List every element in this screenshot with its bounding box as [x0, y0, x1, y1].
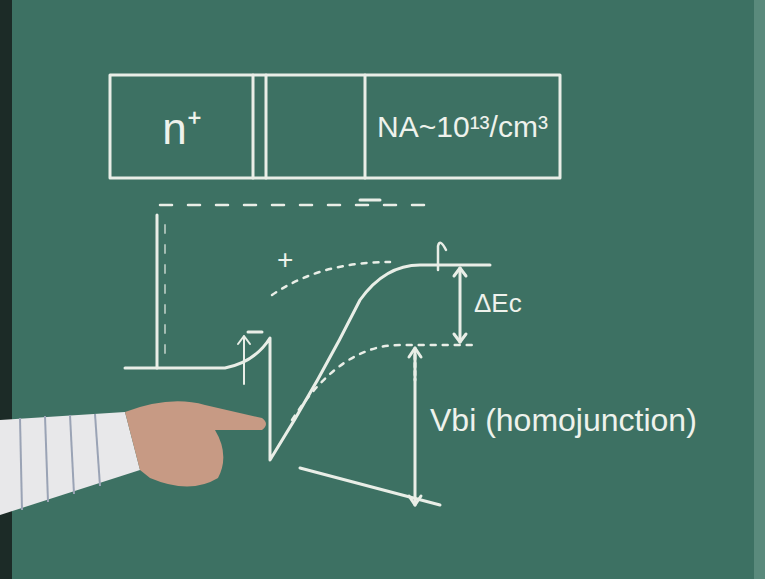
interface-line [265, 75, 268, 178]
dimension-arrow [459, 268, 462, 342]
interface-line [252, 75, 255, 178]
region-line [364, 75, 367, 178]
vacuum-level [160, 204, 425, 207]
vertical-edge [156, 215, 159, 368]
reference-line [300, 468, 440, 505]
tick-mark [248, 331, 262, 334]
dimension-label: ΔEc [474, 288, 522, 319]
arrowhead [454, 268, 466, 342]
charge-sign: + [277, 244, 293, 276]
region-box: n⁺ [112, 77, 252, 176]
region-box: NA~10¹³/cm³ [367, 77, 558, 176]
dimension-arrow [414, 348, 417, 505]
device-bar [110, 75, 560, 178]
hand [125, 401, 266, 486]
spike-arrow [238, 336, 250, 384]
dashed-guide [164, 225, 166, 360]
board-edge [754, 0, 765, 579]
dimension-label: Vbi (homojunction) [430, 402, 697, 439]
region-label: n⁺ [162, 97, 201, 157]
sleeve-stripes [20, 414, 100, 510]
dimension-arrow [414, 355, 417, 380]
arrowhead [409, 348, 421, 505]
pointing-hand [0, 401, 266, 515]
region-label: NA~10¹³/cm³ [377, 110, 548, 144]
sleeve [0, 412, 140, 515]
chalk-mark [438, 243, 446, 270]
charge-mark [360, 199, 380, 202]
